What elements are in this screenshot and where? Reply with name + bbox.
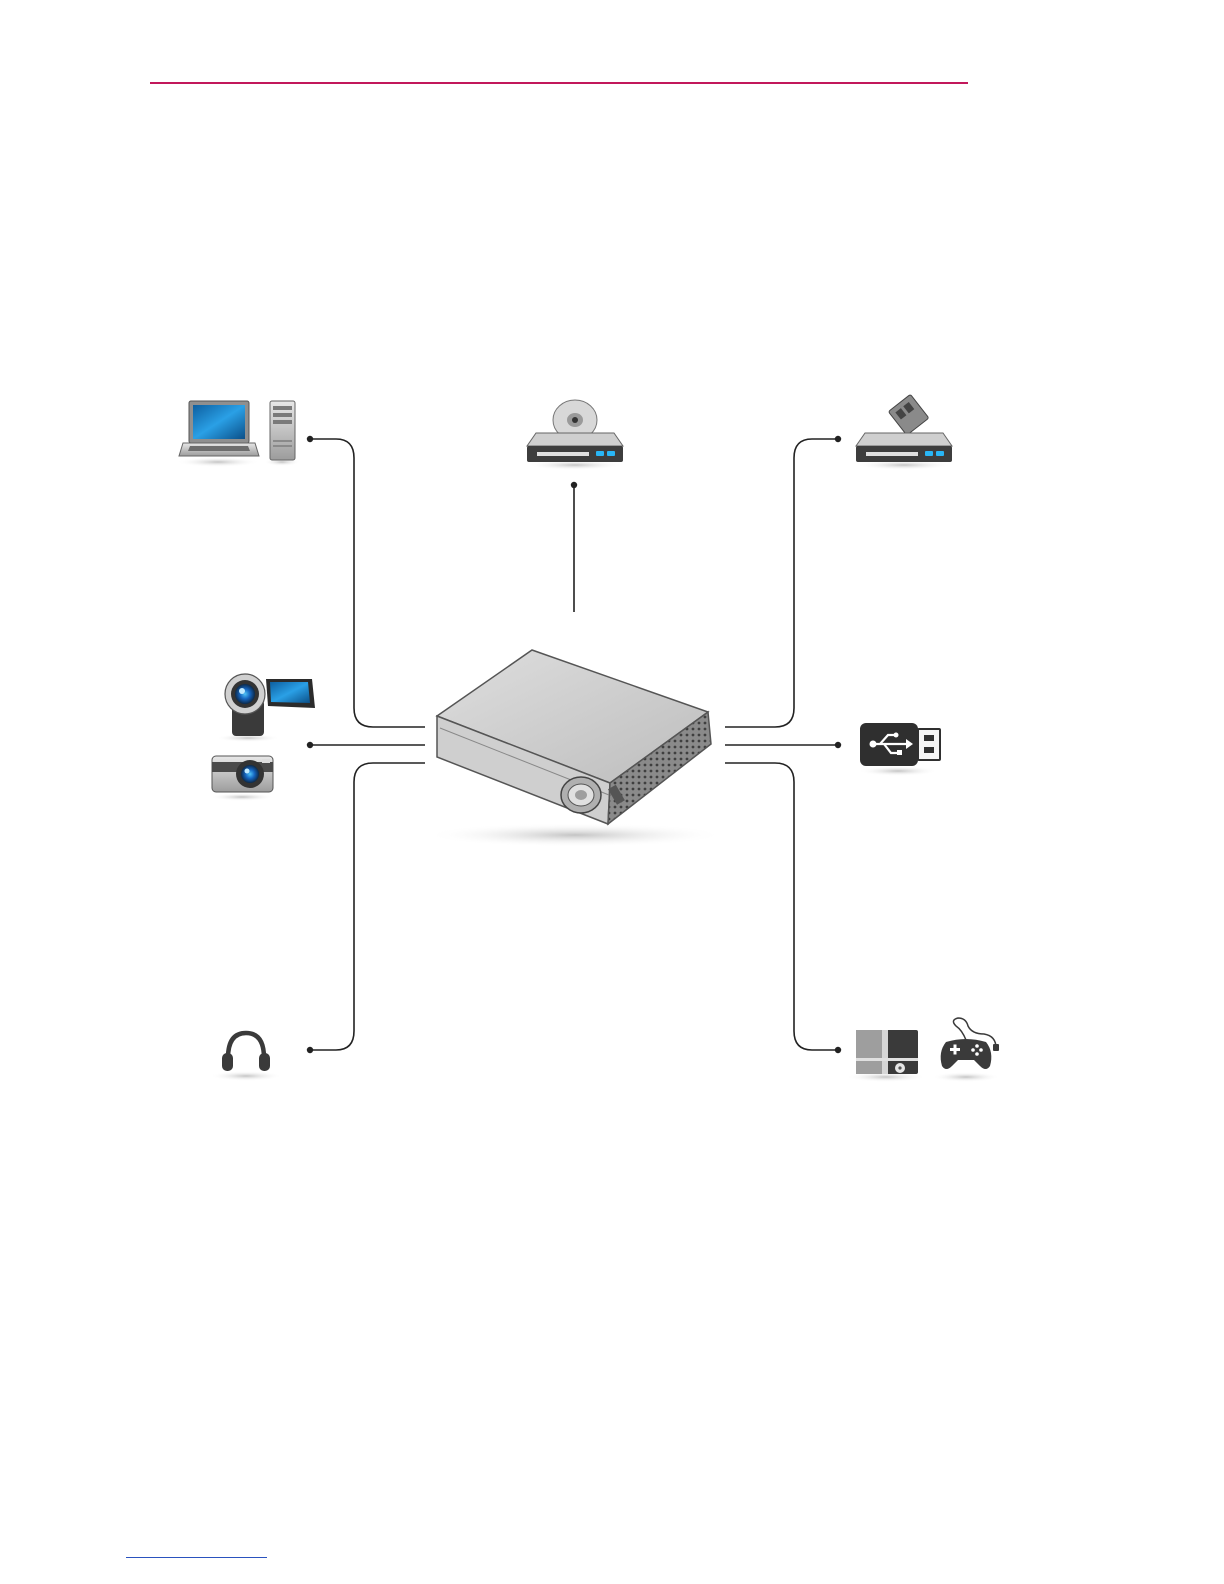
connector-pc bbox=[310, 439, 425, 727]
laptop-icon bbox=[176, 401, 260, 467]
dot-card-player bbox=[835, 436, 841, 442]
connector-headphones bbox=[310, 763, 425, 1050]
connector-game bbox=[725, 763, 838, 1050]
dot-camera bbox=[307, 742, 313, 748]
dot-dvd bbox=[571, 482, 577, 488]
gamepad-icon bbox=[932, 1018, 1000, 1082]
usb-icon bbox=[858, 723, 940, 776]
dot-game bbox=[835, 1047, 841, 1053]
card-player-icon bbox=[856, 394, 952, 470]
camcorder-icon bbox=[216, 674, 315, 742]
game-console-icon bbox=[846, 1030, 926, 1082]
connector-card-player bbox=[725, 439, 838, 727]
desktop-tower-icon bbox=[264, 401, 300, 466]
digital-camera-icon bbox=[210, 756, 274, 801]
dot-pc bbox=[307, 436, 313, 442]
dot-usb bbox=[835, 742, 841, 748]
dvd-player-icon bbox=[527, 400, 623, 470]
projector-icon bbox=[425, 650, 725, 847]
dot-headphones bbox=[307, 1047, 313, 1053]
headphones-icon bbox=[210, 1033, 282, 1081]
